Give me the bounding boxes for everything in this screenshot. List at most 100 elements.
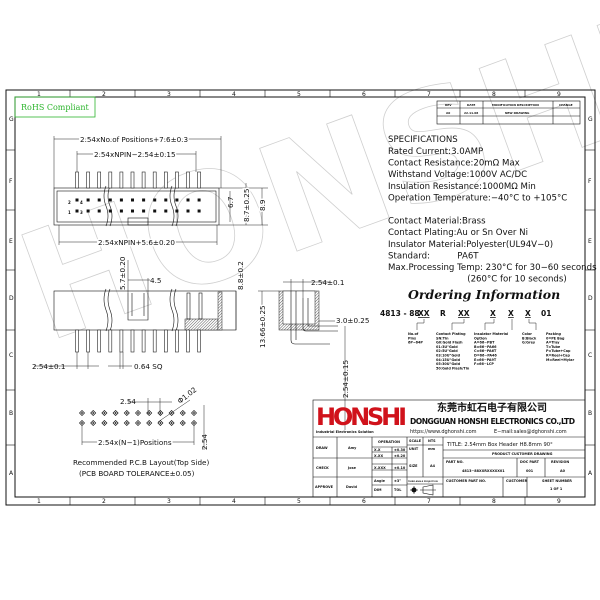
spec-line: Rated Current:3.0AMP [388, 147, 483, 157]
pin-tail [152, 329, 157, 353]
row-label-left: F [9, 178, 13, 185]
side-height-dim: 13.66±0.25 [258, 305, 267, 348]
date-value: 22.11.08 [464, 111, 478, 115]
key-width-dim: 4.5 [150, 276, 161, 285]
specifications: SPECIFICATIONS Rated Current:3.0AMP Conta… [388, 135, 597, 285]
column-label-bottom: 1 [37, 498, 41, 505]
contact [164, 198, 168, 202]
column-label-top: 7 [427, 91, 431, 98]
draw-name: Amy [348, 446, 357, 450]
pin-tail [86, 329, 90, 353]
order-option-insulator-line: Option [474, 336, 487, 340]
pin-tail [141, 329, 146, 353]
row-label-left: A [9, 470, 14, 477]
order-code-segment: R [440, 309, 446, 318]
rohs-box [14, 96, 96, 118]
order-option-insulator-line: B=66−PA66 [474, 345, 497, 349]
doc-part-label: DOC PART [520, 460, 540, 464]
spec-line: Contact Plating:Au or Sn Over Ni [388, 228, 528, 238]
scale-label: SCALE [409, 439, 422, 443]
pin [86, 171, 90, 189]
order-option-color-line: Color [522, 332, 532, 336]
row-label-right: D [588, 295, 593, 302]
pin [175, 171, 179, 189]
description-value: NEW DRAWING [505, 111, 530, 115]
hole-diameter-dim: Φ1.02 [176, 385, 199, 405]
tolerance-label: X.X [374, 448, 381, 452]
side-offset-dim: 3.0±0.25 [336, 316, 369, 325]
order-option-plating-line: 50:Gold Flash/Tin [436, 366, 470, 370]
h1-dim: 6.7 [226, 197, 235, 208]
pin [164, 171, 168, 189]
height-dim: 8.8±0.2 [236, 261, 245, 290]
spec-line: Max.Processing Temp: 230°C for 30−60 sec… [388, 263, 597, 273]
row-label-left: C [9, 352, 13, 359]
contact [97, 198, 101, 202]
company-name-en: DONGGUAN HONSHI ELECTRONICS CO.,LTD [410, 417, 575, 426]
pin-tail [175, 329, 179, 353]
column-label-bottom: 6 [362, 498, 366, 505]
column-label-bottom: 2 [102, 498, 106, 505]
size-label: SIZE [409, 464, 418, 468]
order-option-packing-line: M=Reel+Mylar [546, 358, 574, 362]
row-label-right: F [588, 178, 592, 185]
check-name: Jose [347, 466, 357, 470]
order-option-packing-line: R=Reel+Cap [546, 354, 570, 358]
approve-name: David [346, 485, 357, 489]
pin-number-3: 3 [80, 210, 83, 215]
contact [186, 198, 190, 202]
contact [186, 209, 190, 213]
order-option-pins-line: No.of [408, 332, 419, 336]
contact [131, 198, 134, 202]
column-label-top: 8 [492, 91, 496, 98]
pin [119, 171, 124, 189]
column-label-top: 2 [102, 91, 106, 98]
row-label-right: G [588, 116, 593, 123]
body-length-dim: 2.54xNPIN+5.6±0.20 [98, 238, 175, 247]
order-option-plating-line: 03:10U"Gold [436, 354, 461, 358]
column-label-bottom: 9 [557, 498, 561, 505]
pin-tail [164, 329, 168, 353]
pcb-caption: Recommended P.C.B Layout(Top Side) [73, 458, 209, 467]
column-label-bottom: 3 [167, 498, 171, 505]
pin [197, 171, 201, 189]
unit-label: UNIT [409, 447, 419, 451]
honshi-logo: HONSHI [316, 403, 408, 431]
spec-line: Standard: PA6T [388, 251, 479, 261]
order-option-packing-line: Packing [546, 332, 562, 336]
company-name-cn: 东莞市虹石电子有限公司 [437, 401, 547, 414]
order-code-segment: X [490, 309, 496, 318]
row-label-left: D [9, 295, 14, 302]
spec-title: SPECIFICATIONS [388, 135, 458, 145]
order-code-segment: X [525, 309, 531, 318]
key-height-dim: 5.7±0.20 [118, 256, 127, 290]
draw-label: DRAW [316, 446, 328, 450]
rev-header: REV [445, 103, 452, 107]
pin-tail [130, 329, 135, 353]
contact [86, 209, 90, 213]
pin [75, 171, 79, 189]
pin-span-dim: 2.54xNPIN−2.54±0.15 [94, 150, 176, 159]
title-block: HONSHI Industrial Electronics Solution 东… [312, 399, 586, 498]
column-label-bottom: 4 [232, 498, 236, 505]
row-label-right: B [588, 410, 592, 417]
spec-line: (260°C for 10 seconds) [388, 275, 567, 285]
tolerance-value: TOL [394, 488, 402, 492]
contact [142, 209, 146, 213]
description-header: MODIFICATION DESCRIPTION [492, 103, 539, 107]
tolerance-label: Angle [374, 479, 386, 483]
pcb-tolerance: (PCB BOARD TOLERANCE±0.05) [79, 469, 195, 478]
contact [142, 198, 146, 202]
pcb-row-pitch-dim: 2.54 [200, 434, 209, 450]
column-label-top: 4 [232, 91, 236, 98]
order-option-plating-line: 05:30U"Gold [436, 362, 461, 366]
contact [108, 209, 112, 213]
pin [141, 171, 146, 189]
row-label-left: E [9, 238, 13, 245]
tolerance-label: DIM [374, 488, 382, 492]
contact [197, 209, 201, 213]
column-label-top: 5 [297, 91, 301, 98]
column-label-bottom: 5 [297, 498, 301, 505]
